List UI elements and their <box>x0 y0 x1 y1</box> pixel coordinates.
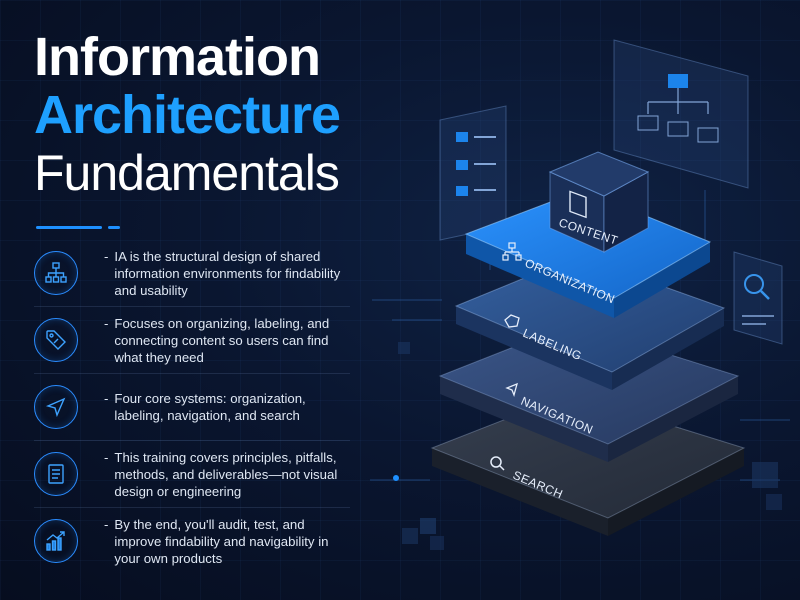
list-item: -IA is the structural design of shared i… <box>34 240 350 307</box>
navigation-arrow-icon <box>34 385 78 429</box>
title-line-2: Architecture <box>34 85 341 145</box>
floating-search-panel <box>733 251 783 345</box>
bullet-list: -IA is the structural design of shared i… <box>34 240 350 574</box>
bullet-text: Four core systems: organization, labelin… <box>114 391 306 423</box>
document-icon <box>569 190 587 219</box>
labeling-layer <box>454 255 726 390</box>
navigation-arrow-icon <box>505 382 518 398</box>
list-item: -Four core systems: organization, labeli… <box>34 374 350 441</box>
tag-icon <box>504 314 520 328</box>
list-item: -This training covers principles, pitfal… <box>34 441 350 508</box>
circuit-dot <box>393 475 399 481</box>
list-item: -By the end, you'll audit, test, and imp… <box>34 508 350 574</box>
decor-cube <box>398 342 410 354</box>
search-icon <box>490 456 505 471</box>
growth-chart-icon <box>34 519 78 563</box>
tag-icon <box>34 318 78 362</box>
bullet-text: Focuses on organizing, labeling, and con… <box>114 315 330 365</box>
list-item: -Focuses on organizing, labeling, and co… <box>34 307 350 374</box>
page-title: Information Architecture Fundamentals <box>34 27 341 201</box>
bullet-text: IA is the structural design of shared in… <box>114 248 341 298</box>
sitemap-icon <box>502 242 522 261</box>
bullet-text: By the end, you'll audit, test, and impr… <box>114 516 329 566</box>
title-line-1: Information <box>34 27 321 87</box>
title-underline-dot <box>108 226 120 229</box>
title-underline <box>36 226 102 229</box>
floating-list-panel <box>439 105 507 241</box>
bullet-text: This training covers principles, pitfall… <box>114 449 338 499</box>
content-cube: CONTENT <box>548 151 650 253</box>
decor-cubes <box>402 462 782 550</box>
title-line-3: Fundamentals <box>34 145 340 201</box>
document-icon <box>34 452 78 496</box>
floating-sitemap-panel <box>613 39 749 189</box>
sitemap-icon <box>34 251 78 295</box>
